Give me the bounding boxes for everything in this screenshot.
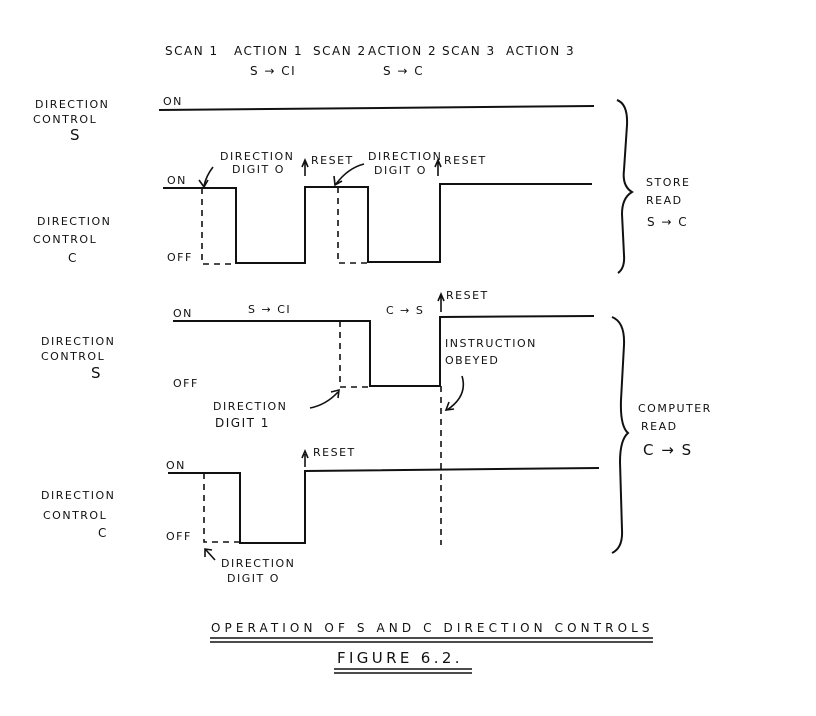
- pointer-arrow-icon: [309, 388, 340, 409]
- pointer-arrow-icon: [333, 163, 365, 187]
- waveform-s-store-read: [158, 105, 595, 111]
- group-label: STORE: [646, 176, 690, 189]
- off-label: OFF: [167, 251, 193, 264]
- signal-name-line: CONTROL: [41, 350, 105, 363]
- signal-name-letter: C: [98, 526, 108, 540]
- annotation-instruction-obeyed: INSTRUCTION: [445, 337, 537, 350]
- signal-name-letter: S: [70, 126, 81, 144]
- signal-name-letter: S: [91, 364, 102, 382]
- signal-name-line: DIRECTION: [35, 98, 109, 111]
- direction-digit-0-dashed-2: [337, 187, 368, 264]
- reset-arrow-icon: [301, 448, 309, 467]
- reset-arrow-icon: [301, 157, 309, 176]
- annotation-direction-digit-0: DIRECTION: [368, 150, 442, 163]
- curly-brace: [611, 316, 630, 554]
- signal-name-line: DIRECTION: [37, 215, 111, 228]
- annotation-transfer: C → S: [386, 304, 424, 317]
- annotation-direction-digit-0: DIGIT O: [232, 163, 285, 176]
- signal-s-store-read: DIRECTION CONTROL S ON: [33, 95, 595, 144]
- signal-name-line: DIRECTION: [41, 489, 115, 502]
- annotation-reset: RESET: [446, 289, 489, 302]
- phase-action-2-transfer: S → C: [383, 64, 424, 78]
- phase-action-1: ACTION 1: [234, 44, 303, 58]
- annotation-instruction-obeyed: OBEYED: [445, 354, 499, 367]
- signal-name-line: CONTROL: [33, 233, 97, 246]
- phase-action-2: ACTION 2: [368, 44, 437, 58]
- annotation-direction-digit-1: DIGIT 1: [215, 416, 270, 430]
- annotation-direction-digit-0: DIGIT O: [374, 164, 427, 177]
- on-label: ON: [173, 307, 193, 320]
- signal-name-letter: C: [68, 251, 78, 265]
- annotation-transfer: S → CI: [248, 303, 291, 316]
- group-label: READ: [646, 194, 683, 207]
- figure-caption: OPERATION OF S AND C DIRECTION CONTROLS …: [210, 621, 653, 674]
- caption-title: OPERATION OF S AND C DIRECTION CONTROLS: [211, 621, 651, 635]
- signal-c-store-read: DIRECTION CONTROL C ON OFF DIRECTION DIG…: [33, 150, 592, 265]
- waveform-s-computer-read: [173, 315, 595, 387]
- annotation-reset: RESET: [313, 446, 356, 459]
- annotation-reset: RESET: [311, 154, 354, 167]
- group-store-read: STORE READ S → C: [616, 99, 690, 274]
- phase-action-3: ACTION 3: [506, 44, 575, 58]
- phase-action-1-transfer: S → CI: [250, 64, 296, 78]
- on-label: ON: [163, 95, 183, 108]
- direction-digit-1-dashed: [339, 321, 370, 388]
- signal-s-computer-read: DIRECTION CONTROL S ON OFF S → CI C → S …: [41, 289, 595, 545]
- signal-name-line: CONTROL: [33, 113, 97, 126]
- group-label-transfer: C → S: [643, 441, 693, 459]
- pointer-arrow-icon: [444, 375, 465, 411]
- annotation-direction-digit-0: DIRECTION: [220, 150, 294, 163]
- annotation-direction-digit-0: DIGIT O: [227, 572, 280, 585]
- signal-name-line: CONTROL: [43, 509, 107, 522]
- caption-figure-number: FIGURE 6.2.: [337, 649, 461, 667]
- signal-name-line: DIRECTION: [41, 335, 115, 348]
- pointer-arrow-icon: [204, 548, 216, 561]
- group-label: READ: [641, 420, 678, 433]
- off-label: OFF: [173, 377, 199, 390]
- waveform-c-store-read: [163, 183, 592, 264]
- signal-c-computer-read: DIRECTION CONTROL C ON OFF RESET DIRECTI…: [41, 446, 600, 585]
- group-label: COMPUTER: [638, 402, 712, 415]
- off-label: OFF: [166, 530, 192, 543]
- group-label-transfer: S → C: [647, 215, 688, 229]
- reset-arrow-icon: [434, 157, 442, 176]
- on-label: ON: [167, 174, 187, 187]
- phase-scan-1: SCAN 1: [165, 44, 219, 58]
- group-computer-read: COMPUTER READ C → S: [611, 316, 712, 554]
- annotation-reset: RESET: [444, 154, 487, 167]
- direction-digit-0-dashed: [203, 473, 240, 543]
- reset-arrow-icon: [437, 291, 445, 312]
- annotation-direction-digit-0: DIRECTION: [221, 557, 295, 570]
- curly-brace: [616, 99, 634, 274]
- direction-digit-0-dashed-1: [201, 188, 236, 265]
- annotation-direction-digit-1: DIRECTION: [213, 400, 287, 413]
- phase-header: SCAN 1 ACTION 1 S → CI SCAN 2 ACTION 2 S…: [165, 44, 575, 78]
- phase-scan-3: SCAN 3: [442, 44, 496, 58]
- phase-scan-2: SCAN 2: [313, 44, 367, 58]
- waveform-c-computer-read: [168, 467, 600, 544]
- pointer-arrow-icon: [198, 166, 214, 189]
- on-label: ON: [166, 459, 186, 472]
